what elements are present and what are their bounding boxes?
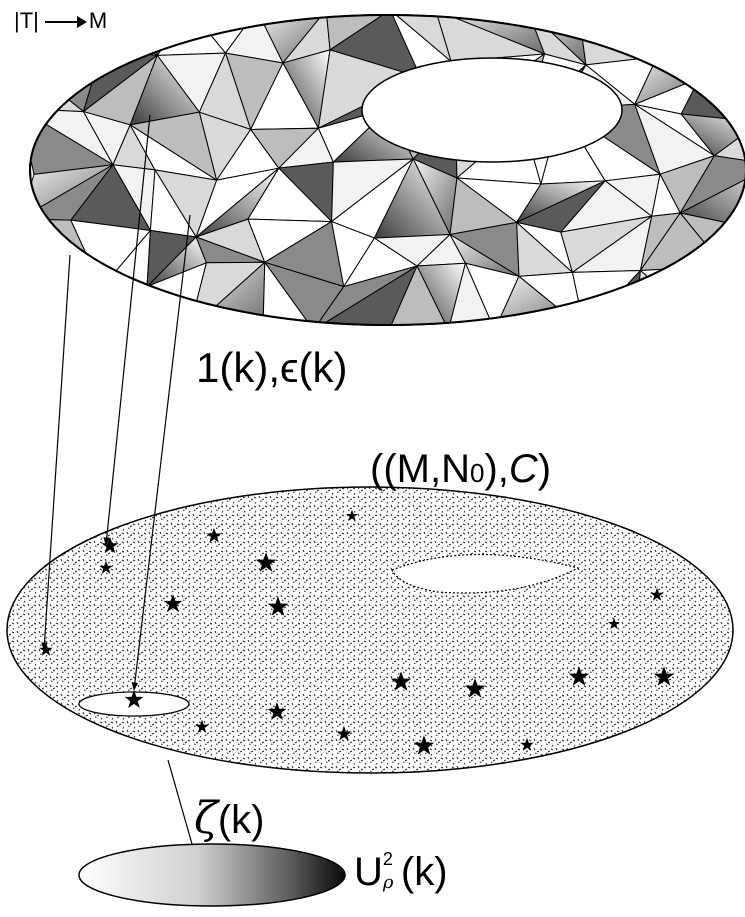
mesh-triangle (634, 269, 709, 325)
stippled-region (6, 486, 734, 774)
length-epsilon-label: 1(k),ϵ(k) (196, 344, 348, 391)
u-arg: (k) (400, 850, 448, 894)
projection-arrow (103, 114, 151, 546)
region-hole-eye (391, 553, 580, 594)
projection-arrow (131, 214, 191, 691)
mesh-triangle (30, 287, 103, 325)
pair-subscript: 0 (469, 458, 485, 488)
mesh-triangle (689, 15, 745, 79)
mesh-triangle (388, 264, 450, 325)
projection-arrows (41, 114, 202, 873)
mesh-triangle (639, 265, 725, 325)
zeta-arg: (k) (217, 798, 265, 842)
u-base: U (354, 850, 383, 894)
surface-hole (361, 57, 623, 163)
mesh-triangle (688, 15, 745, 63)
pair-prefix: ((M,N (370, 447, 470, 491)
projection-arrow (41, 254, 71, 651)
map-source: |T| (14, 8, 39, 33)
mesh-triangle (30, 282, 104, 325)
mesh-triangle (632, 15, 692, 58)
map-label: |T| M (14, 8, 107, 34)
mesh-triangle (577, 15, 659, 66)
mesh-triangle (62, 286, 148, 325)
pair-mid: ), (484, 447, 509, 491)
mesh-triangle (656, 15, 701, 79)
pair-label: ((M,N0),C) (370, 447, 551, 492)
mesh-triangle (262, 260, 315, 325)
u-superscript: 2 (382, 849, 393, 869)
mesh-triangle (722, 228, 745, 268)
mesh-triangle (447, 261, 496, 325)
mesh-triangle (722, 265, 745, 325)
shaded-ellipse (78, 843, 346, 907)
pair-suffix: ) (537, 447, 552, 491)
mesh-triangle (706, 264, 745, 325)
pair-c: C (508, 447, 538, 491)
mesh-triangle (62, 285, 149, 325)
zeta-label: ζ(k) (194, 793, 265, 844)
u-subscript: ρ (382, 872, 394, 893)
map-target: M (88, 8, 108, 33)
triangulated-surface (29, 14, 745, 326)
zeta-symbol: ζ (194, 793, 218, 844)
mesh-triangle (30, 70, 85, 113)
right-arrow-icon (44, 16, 87, 29)
